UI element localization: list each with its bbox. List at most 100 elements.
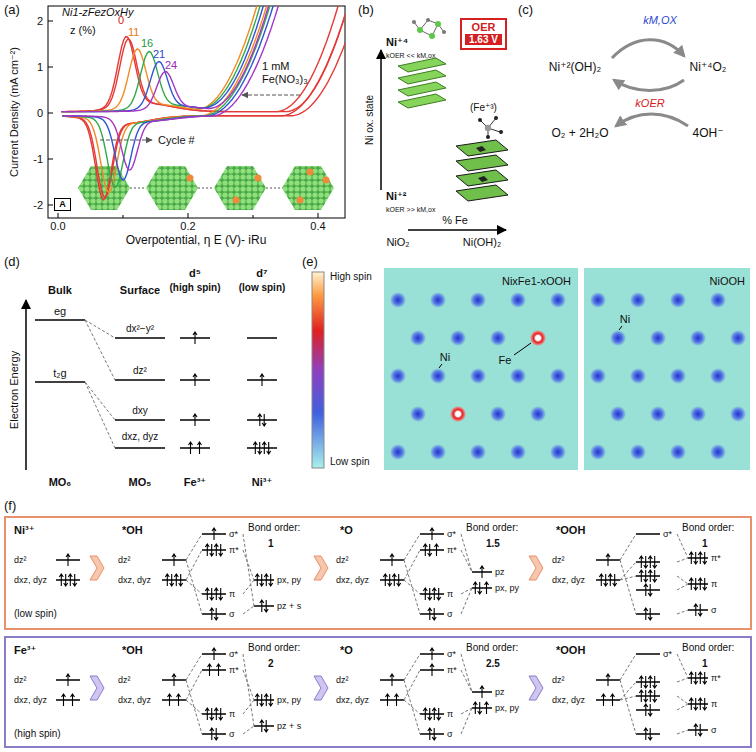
figure-label: (Fe⁺³) xyxy=(470,102,497,114)
figure-part xyxy=(48,113,53,114)
correlation-line xyxy=(677,704,688,710)
ni-site xyxy=(430,292,446,308)
figure-part xyxy=(214,166,266,210)
electron-spin xyxy=(174,574,178,586)
electron-spin xyxy=(193,374,197,386)
electron-spin xyxy=(205,708,209,720)
figure-part xyxy=(123,215,124,218)
energy-level xyxy=(596,699,620,701)
node-text: π* xyxy=(447,545,457,555)
figure-label: d⁷ xyxy=(256,267,267,280)
node-text: Bond order: xyxy=(466,522,518,534)
figure-label: 0 xyxy=(37,107,43,120)
ni-site xyxy=(470,292,486,308)
correlation-line xyxy=(186,534,202,560)
figure-label: Fe xyxy=(498,354,513,367)
correlation-line xyxy=(620,654,636,680)
ni-site xyxy=(590,292,606,308)
node-text: Bond order: xyxy=(682,522,734,534)
figure-label: Ni⁺⁴ xyxy=(386,36,408,49)
figure-part xyxy=(146,166,198,210)
energy-level xyxy=(202,733,226,735)
correlation-line xyxy=(186,680,202,734)
electron-spin xyxy=(260,720,264,732)
electron-spin xyxy=(210,608,214,620)
electron-spin xyxy=(59,574,63,586)
ni-site xyxy=(730,330,746,346)
energy-level xyxy=(636,561,660,563)
correlation-line xyxy=(461,588,472,594)
figure-part xyxy=(188,213,189,218)
figure-part xyxy=(398,70,446,84)
node-text: (low spin) xyxy=(14,608,57,620)
electron-spin xyxy=(644,570,648,582)
electron-spin xyxy=(219,708,223,720)
electron-spin xyxy=(214,608,218,620)
electron-spin xyxy=(698,552,702,564)
correlation-line xyxy=(677,584,688,590)
electron-spin xyxy=(478,702,482,714)
ni-site xyxy=(730,406,746,422)
ni-site xyxy=(690,330,706,346)
figure-part xyxy=(384,268,578,470)
ni-site xyxy=(690,406,706,422)
correlation-line xyxy=(461,708,472,714)
figure-part xyxy=(48,205,53,206)
cv-curve xyxy=(61,6,345,197)
figure-label: MO₆ xyxy=(49,476,72,489)
node-text: σ xyxy=(229,729,235,739)
electron-spin xyxy=(170,574,174,586)
electron-spin xyxy=(210,728,214,740)
node-text: π xyxy=(447,589,453,599)
figure-part xyxy=(187,175,194,182)
figure-part xyxy=(318,213,319,218)
electron-spin xyxy=(430,664,434,676)
figure-label: % Fe xyxy=(442,214,468,227)
energy-level xyxy=(202,713,226,715)
node-text: σ* xyxy=(229,529,238,539)
figure-label: (f) xyxy=(4,499,16,514)
figure-label: -1 xyxy=(33,153,43,166)
figure-part xyxy=(426,18,430,22)
node-text: 1.63 V xyxy=(465,34,502,46)
electron-spin xyxy=(437,708,441,720)
node-text: 1.5 xyxy=(486,538,500,550)
figure-label: Ni(OH)₂ xyxy=(463,236,501,249)
ni-site xyxy=(590,444,606,460)
figure-label: Bulk xyxy=(48,284,72,297)
figure-part xyxy=(297,197,304,204)
figure-label: Fe³⁺ xyxy=(184,476,206,489)
energy-level xyxy=(202,593,226,595)
ni-site xyxy=(490,330,506,346)
figure-label: d⁵ xyxy=(189,267,201,280)
electron-spin xyxy=(606,674,610,686)
node-text: σ xyxy=(711,605,717,615)
electron-spin xyxy=(653,570,657,582)
electron-spin xyxy=(255,574,259,586)
figure-part xyxy=(439,364,442,368)
correlation-line xyxy=(186,654,202,680)
figure-part xyxy=(476,146,486,152)
energy-level xyxy=(202,549,226,551)
figure-label: dxz, dyz xyxy=(122,431,159,443)
electron-spin xyxy=(260,694,264,706)
figure-part xyxy=(442,30,446,34)
figure-label: Ni xyxy=(439,351,451,364)
electron-spin xyxy=(608,574,612,586)
node-text: A xyxy=(57,199,68,209)
figure-label: 21 xyxy=(153,48,165,61)
node-text: dxz, dyz xyxy=(118,695,151,705)
electron-spin xyxy=(604,574,608,586)
electron-spin xyxy=(703,672,707,684)
electron-spin xyxy=(214,728,218,740)
ni-site xyxy=(430,444,446,460)
energy-level xyxy=(420,733,444,735)
electron-spin xyxy=(428,608,432,620)
cv-curve xyxy=(61,6,345,192)
figure-label: (d) xyxy=(4,255,20,270)
correlation-line xyxy=(243,606,254,614)
figure-label: MO₅ xyxy=(129,476,152,489)
step-chevron xyxy=(529,676,543,700)
correlation-line xyxy=(243,534,254,606)
